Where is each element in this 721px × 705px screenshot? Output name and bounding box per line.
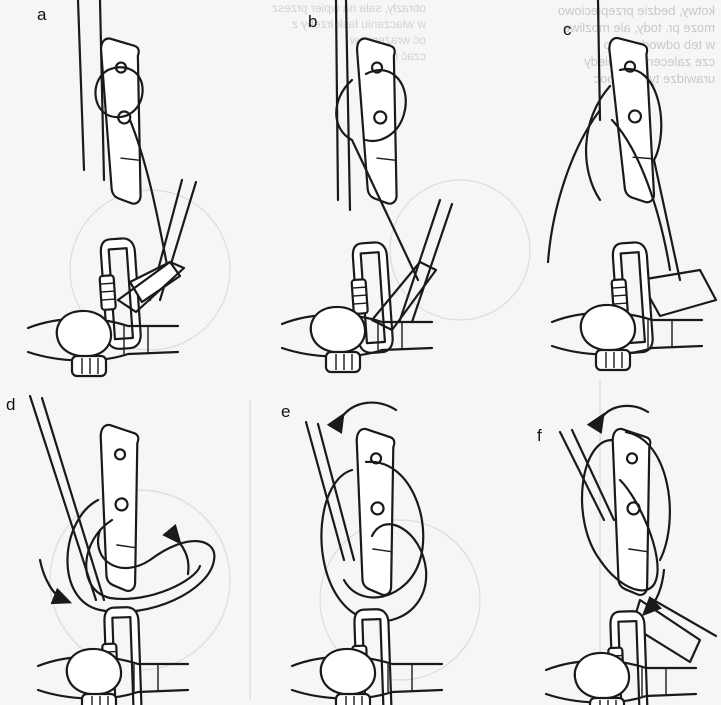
- panel-d-drawing: [30, 396, 214, 705]
- panel-label-a: a: [37, 5, 46, 25]
- panel-label-b: b: [308, 12, 317, 32]
- panel-b-drawing: [282, 0, 452, 372]
- panel-f-drawing: [546, 406, 716, 705]
- panel-label-f: f: [537, 426, 542, 446]
- panel-label-c: c: [563, 20, 572, 40]
- panel-a-drawing: [28, 0, 196, 376]
- panel-label-e: e: [281, 402, 290, 422]
- panel-c-drawing: [548, 0, 716, 370]
- panel-label-d: d: [6, 395, 15, 415]
- panel-e-drawing: [292, 403, 442, 705]
